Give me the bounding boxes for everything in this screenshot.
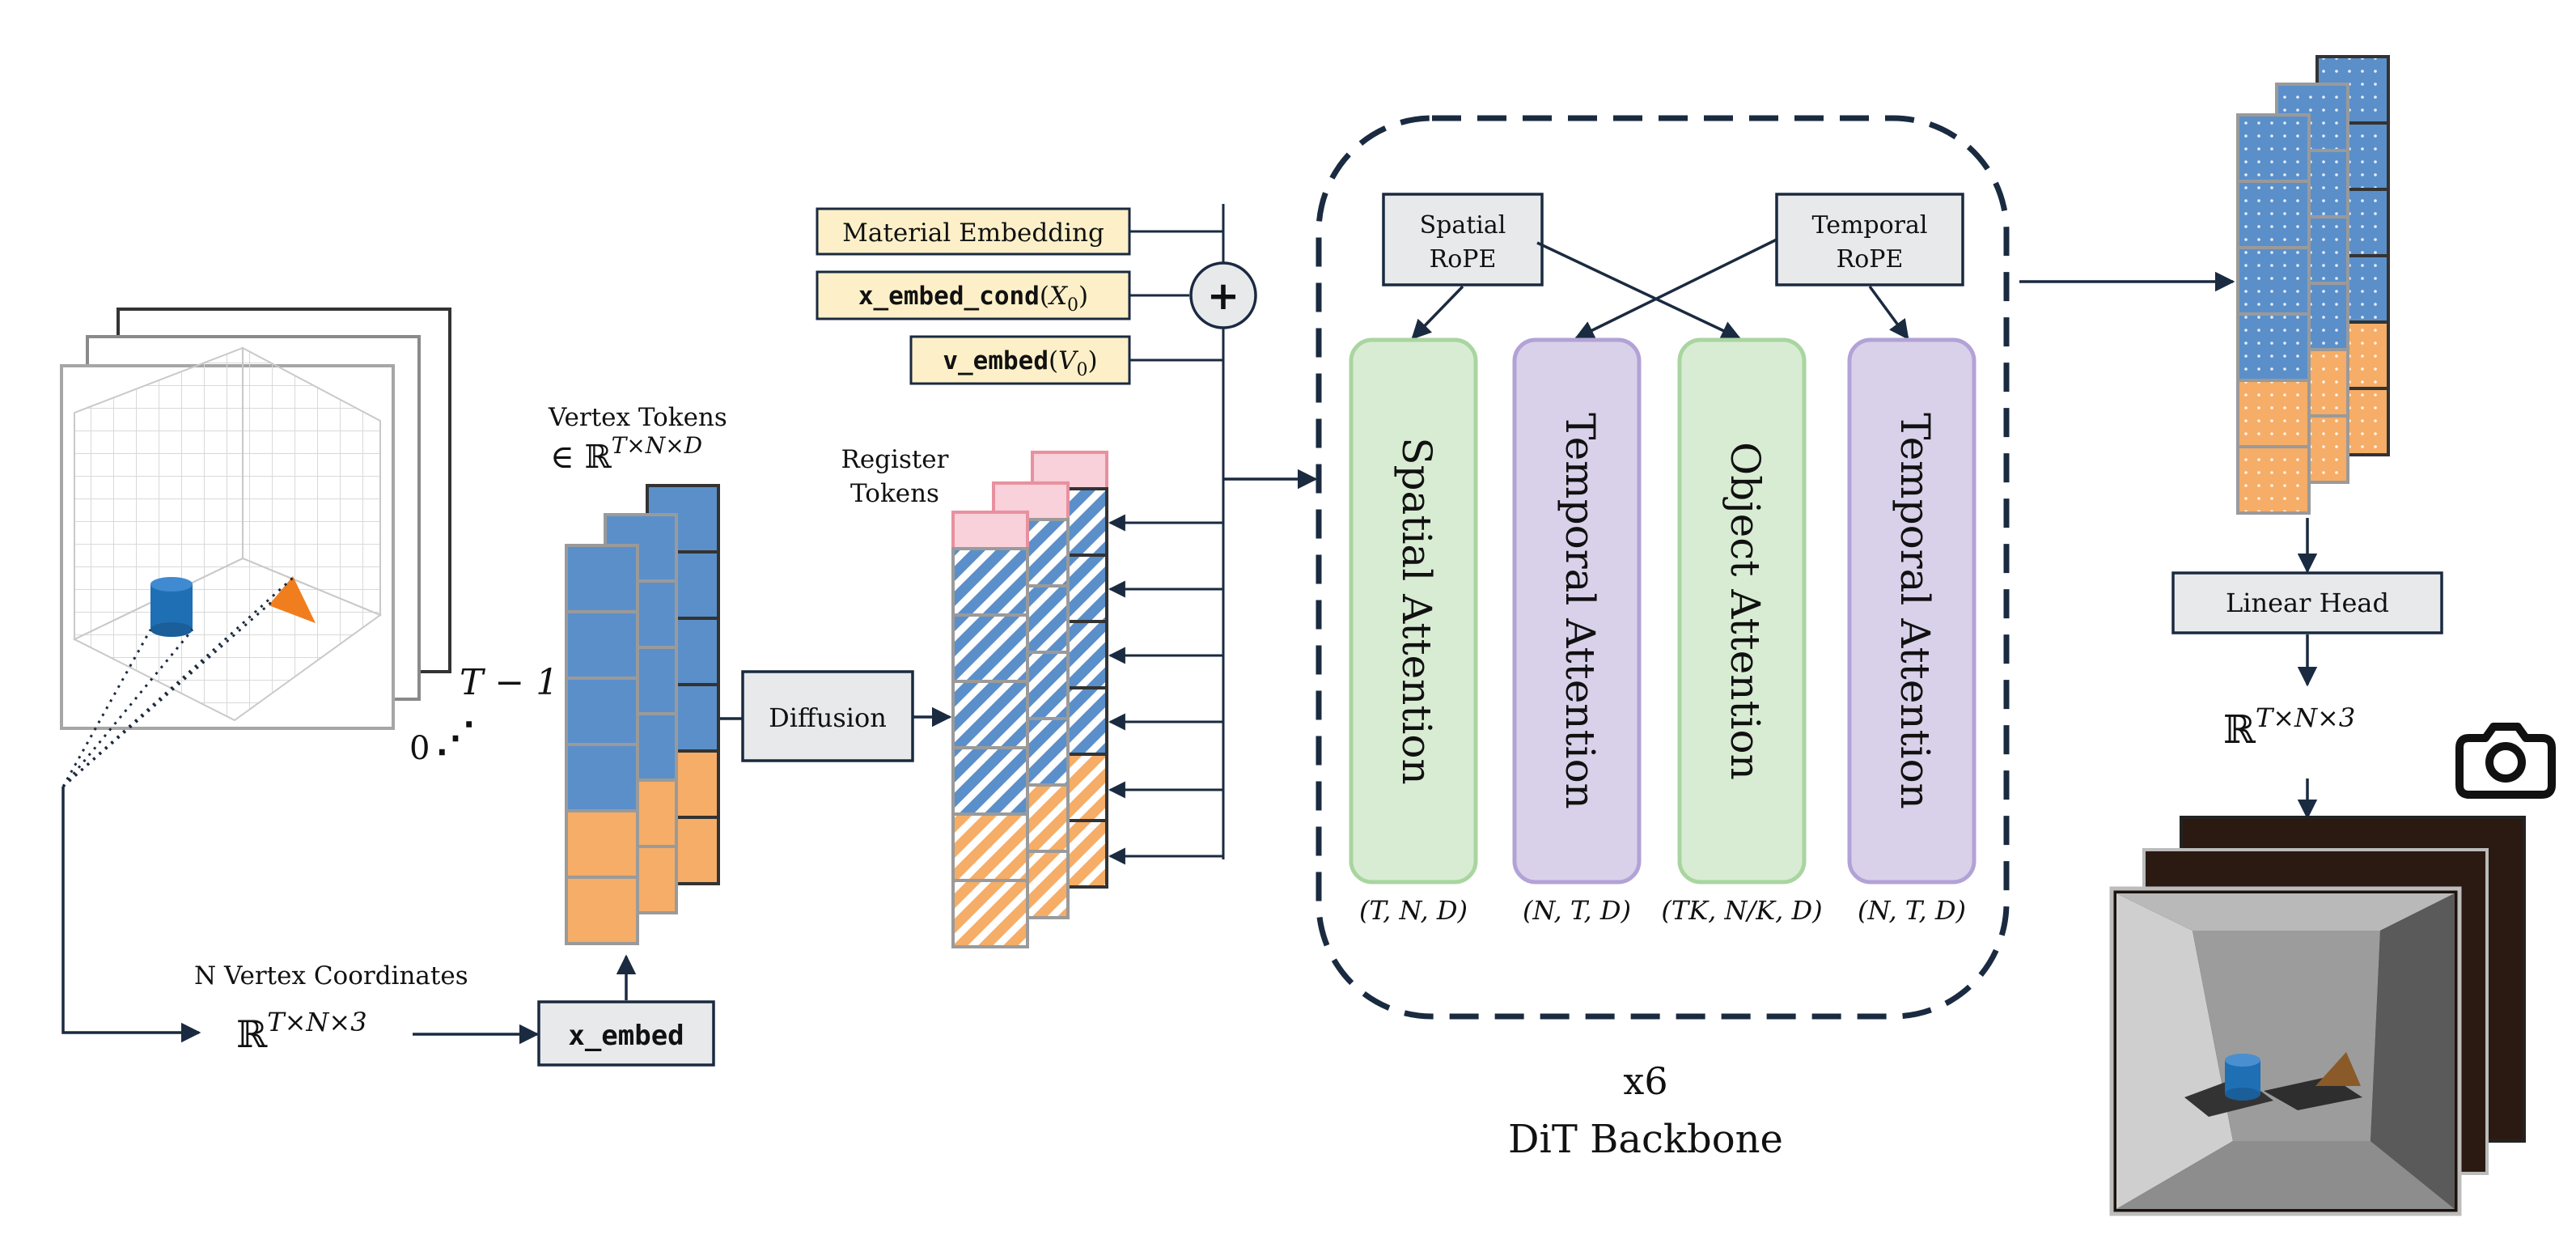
token-cell (951, 680, 1029, 749)
diffusion-box (741, 670, 914, 762)
material-embedding-label: Material Embedding (842, 218, 1104, 248)
token-cell (565, 809, 639, 879)
conditioning-arrows (1108, 514, 1223, 865)
temporal-rope-line1: Temporal (1812, 211, 1928, 240)
render-frame-front (2109, 886, 2462, 1216)
token-cell (565, 876, 639, 945)
temporal-attention-dims-1: (N, T, D) (1523, 895, 1631, 926)
conditioning-lines (1129, 204, 1225, 859)
temporal-attention-label-2: Temporal Attention (1892, 413, 1938, 809)
register-tokens-line1: Register (841, 445, 949, 474)
temporal-attention-block-1 (1512, 337, 1642, 885)
x-embed-label: x_embed (568, 1020, 684, 1052)
attention-dims: (T, N, D) (N, T, D) (TK, N/K, D) (N, T, … (1359, 895, 1966, 926)
material-embedding-box (816, 207, 1131, 256)
temporal-attention-block-2 (1847, 337, 1976, 885)
temporal-attention-dims-2: (N, T, D) (1858, 895, 1966, 926)
camera-icon (2455, 723, 2556, 799)
linear-head-label: Linear Head (2226, 588, 2389, 618)
rope-arrows (1411, 238, 1909, 340)
spatial-rope-line1: Spatial (1420, 211, 1506, 240)
token-cell (951, 879, 1029, 948)
register-token (992, 481, 1070, 522)
spatial-attention-dims: (T, N, D) (1359, 895, 1468, 926)
token-cell (2236, 113, 2311, 183)
register-tokens-line2: Tokens (850, 479, 939, 508)
spatial-rope-line2: RoPE (1430, 245, 1497, 274)
dit-backbone-frame (1316, 115, 2010, 1020)
register-token-stack (951, 450, 1108, 948)
linear-head-box (2171, 571, 2443, 634)
temporal-rope-line2: RoPE (1837, 245, 1904, 274)
token-cell (565, 743, 639, 812)
rendered-frames (2109, 816, 2526, 1216)
sum-node (1189, 261, 1257, 329)
vertex-tokens-line1: Vertex Tokens (548, 403, 727, 432)
object-attention-dims: (TK, N/K, D) (1661, 895, 1822, 926)
orange-wedge-icon (269, 576, 316, 623)
spatial-attention-block (1349, 337, 1478, 885)
dit-title: DiT Backbone (1508, 1117, 1783, 1162)
vertex-tokens-line2: ∈ ℝT×N×D (550, 432, 702, 476)
token-cell (951, 812, 1029, 882)
token-cell (2236, 246, 2311, 316)
sum-node-symbol: + (1207, 274, 1239, 319)
vertex-coords-label: N Vertex Coordinates (194, 961, 468, 991)
x-embed-box (537, 1000, 715, 1067)
token-cell (951, 613, 1029, 683)
token-cell (2236, 312, 2311, 382)
temporal-attention-label-1: Temporal Attention (1557, 413, 1604, 809)
output-space-label: ℝT×N×3 (2223, 702, 2355, 753)
dit-repeat-label: x6 (1623, 1059, 1667, 1103)
blue-cylinder-icon (150, 577, 193, 637)
vertex-token-stack (565, 484, 720, 945)
token-cell (2236, 445, 2311, 515)
projection-lines (61, 576, 294, 788)
token-cell (2236, 180, 2311, 249)
token-cell (951, 746, 1029, 816)
object-attention-label: Object Attention (1722, 442, 1769, 780)
frame-end-label: T − 1 (460, 662, 558, 703)
spatial-rope-box (1382, 193, 1544, 286)
token-cell (2236, 379, 2311, 448)
temporal-rope-box (1775, 193, 1964, 286)
object-attention-block (1677, 337, 1807, 885)
x-embed-cond-label: x_embed_cond(X0) (858, 282, 1088, 316)
spatial-attention-label: Spatial Attention (1393, 437, 1440, 784)
frame-ellipsis: ⋰ (435, 713, 476, 761)
token-cell (951, 547, 1029, 617)
v-embed-label: v_embed(V0) (943, 346, 1097, 380)
token-cell (565, 544, 639, 613)
vertex-coords-space: ℝT×N×3 (236, 1007, 367, 1056)
token-cell (565, 677, 639, 746)
frame-start-label: 0 (409, 730, 430, 767)
input-frames (60, 308, 451, 788)
v-embed-box (909, 335, 1131, 385)
token-cell (565, 610, 639, 680)
output-token-stack (2236, 55, 2390, 515)
register-token (951, 510, 1029, 551)
attention-blocks: Spatial Attention Temporal Attention Obj… (1349, 337, 1976, 885)
frames-to-coords-arrow (61, 787, 201, 1043)
diffusion-label: Diffusion (769, 702, 887, 733)
